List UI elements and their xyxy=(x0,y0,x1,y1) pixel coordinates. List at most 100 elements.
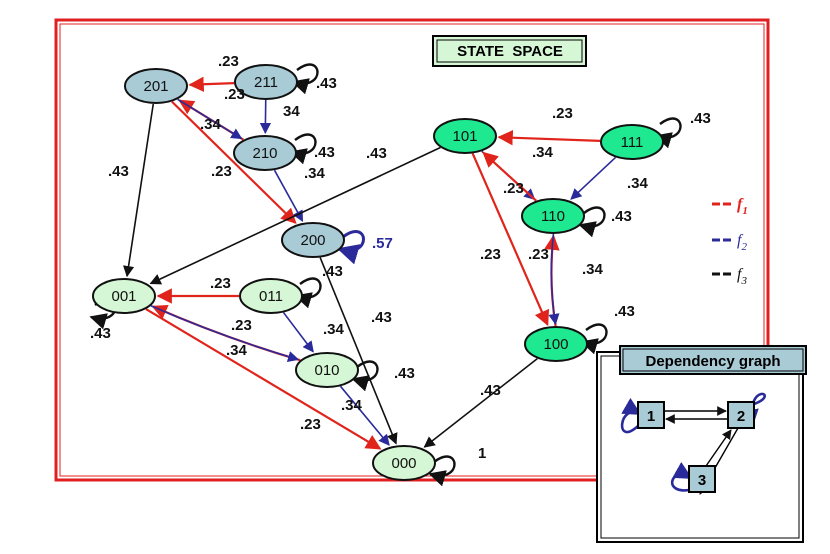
legend-label-f3: f3 xyxy=(737,266,747,287)
edge-111-to-101 xyxy=(497,130,601,146)
state-node-label-210: 210 xyxy=(252,145,277,162)
state-node-label-111: 111 xyxy=(621,134,644,151)
edge-001-to-000 xyxy=(145,308,382,450)
edge-label-111-to-110: .34 xyxy=(627,175,649,192)
dep-self-loop-3 xyxy=(670,462,693,492)
legend: f1 f2 f3 xyxy=(712,196,748,287)
state-node-label-011: 011 xyxy=(259,288,283,305)
edge-label-201-to-210: .34 xyxy=(200,116,222,133)
state-node-200: 200 xyxy=(281,222,345,258)
dep-node-label-2: 2 xyxy=(737,408,745,425)
state-node-label-010: 010 xyxy=(314,362,339,379)
state-node-211: 211 xyxy=(234,64,298,100)
edge-label-001-to-010: .34 xyxy=(226,342,248,359)
edge-label-201-to-001: .43 xyxy=(108,163,129,180)
edge-010-to-000 xyxy=(339,385,390,446)
edge-211-to-201 xyxy=(188,76,235,92)
self-loop-label-000: 1 xyxy=(478,445,486,462)
edge-201-to-210 xyxy=(177,98,243,140)
edge-200-to-000 xyxy=(319,257,398,445)
state-node-201: 201 xyxy=(124,68,188,104)
self-loop-label-111: .43 xyxy=(690,110,711,127)
edge-110-to-101 xyxy=(482,151,537,202)
edge-111-to-110 xyxy=(570,156,617,200)
state-node-210: 210 xyxy=(233,135,297,171)
self-loop-000 xyxy=(428,455,456,487)
legend-item-f1: f1 xyxy=(712,196,748,217)
edge-201-to-001 xyxy=(123,103,155,278)
self-loop-210 xyxy=(289,133,317,165)
edge-label-011-to-001: .23 xyxy=(210,275,231,292)
edge-label-210-to-201: .23 xyxy=(224,86,245,103)
edge-label-101-to-001: .43 xyxy=(366,145,387,162)
edge-label-201-to-200: .23 xyxy=(211,163,232,180)
edge-201-to-200 xyxy=(171,100,297,224)
edge-101-to-100 xyxy=(471,153,550,327)
legend-item-f2: f2 xyxy=(712,232,747,253)
edge-label-110-to-100: .34 xyxy=(582,261,604,278)
edge-label-100-to-000: .43 xyxy=(480,382,501,399)
state-node-label-100: 100 xyxy=(543,336,568,353)
edge-110-to-100 xyxy=(548,233,560,326)
dep-self-loop-1 xyxy=(620,397,642,434)
title-box: STATE SPACE xyxy=(432,35,587,67)
self-loop-label-100: .43 xyxy=(614,303,635,320)
edge-label-011-to-010: .34 xyxy=(323,321,345,338)
self-loop-011 xyxy=(294,277,322,309)
dep-node-label-1: 1 xyxy=(647,408,655,425)
edge-label-010-to-000: .34 xyxy=(341,397,363,414)
state-node-label-201: 201 xyxy=(143,78,168,95)
state-node-101: 101 xyxy=(433,118,497,154)
edge-100-to-000 xyxy=(423,357,538,448)
self-loop-label-110: .43 xyxy=(611,208,632,225)
edge-label-211-to-210: 34 xyxy=(283,103,300,120)
self-loop-label-210: .43 xyxy=(314,144,335,161)
edge-001-to-010 xyxy=(150,305,300,362)
self-loop-110 xyxy=(578,206,606,238)
state-node-010: 010 xyxy=(295,352,359,388)
edge-label-110-to-101: .23 xyxy=(503,180,524,197)
dependency-title: Dependency graph xyxy=(645,353,780,370)
state-node-001: 001 xyxy=(92,278,156,314)
state-node-label-101: 101 xyxy=(452,128,477,145)
state-node-100: 100 xyxy=(524,326,588,362)
edge-label-200-to-000: .43 xyxy=(371,309,392,326)
state-node-111: 111 xyxy=(600,124,664,160)
dep-node-1: 1 xyxy=(637,401,665,429)
self-loop-label-001: .43 xyxy=(90,325,111,342)
self-loop-label-211: .43 xyxy=(316,75,337,92)
self-loop-label-010: .43 xyxy=(394,365,415,382)
state-node-label-001: 001 xyxy=(111,288,136,305)
legend-label-f1: f1 xyxy=(737,196,748,217)
state-node-label-000: 000 xyxy=(391,455,416,472)
dep-node-3: 3 xyxy=(688,465,716,493)
edge-101-to-001 xyxy=(149,146,441,285)
self-loop-010 xyxy=(351,360,379,392)
dep-node-2: 2 xyxy=(727,401,755,429)
edge-label-101-to-110: .34 xyxy=(532,144,554,161)
edge-label-210-to-200: .34 xyxy=(304,165,326,182)
state-node-000: 000 xyxy=(372,445,436,481)
state-node-label-211: 211 xyxy=(254,74,278,91)
edge-label-100-to-110: .23 xyxy=(528,246,549,263)
self-loop-111 xyxy=(654,117,682,149)
dependency-panel: Dependency graph 1 2 3 xyxy=(596,345,807,543)
state-node-label-200: 200 xyxy=(300,232,325,249)
edge-011-to-010 xyxy=(282,312,314,353)
edge-210-to-200 xyxy=(273,169,304,222)
edge-label-211-to-201: .23 xyxy=(218,53,239,70)
edge-label-001-to-000: .23 xyxy=(300,416,321,433)
self-loop-label-011: .43 xyxy=(322,263,343,280)
edge-label-111-to-101: .23 xyxy=(552,105,573,122)
state-node-011: 011 xyxy=(239,278,303,314)
edge-label-101-to-100: .23 xyxy=(480,246,501,263)
self-loop-label-200: .57 xyxy=(372,235,393,252)
dep-edge-3-to-2 xyxy=(705,429,732,467)
title: STATE SPACE xyxy=(457,43,563,60)
edge-label-010-to-001: .23 xyxy=(231,317,252,334)
state-node-110: 110 xyxy=(521,198,585,234)
legend-label-f2: f2 xyxy=(737,232,747,253)
self-loop-211 xyxy=(291,63,319,95)
legend-item-f3: f3 xyxy=(712,266,747,287)
